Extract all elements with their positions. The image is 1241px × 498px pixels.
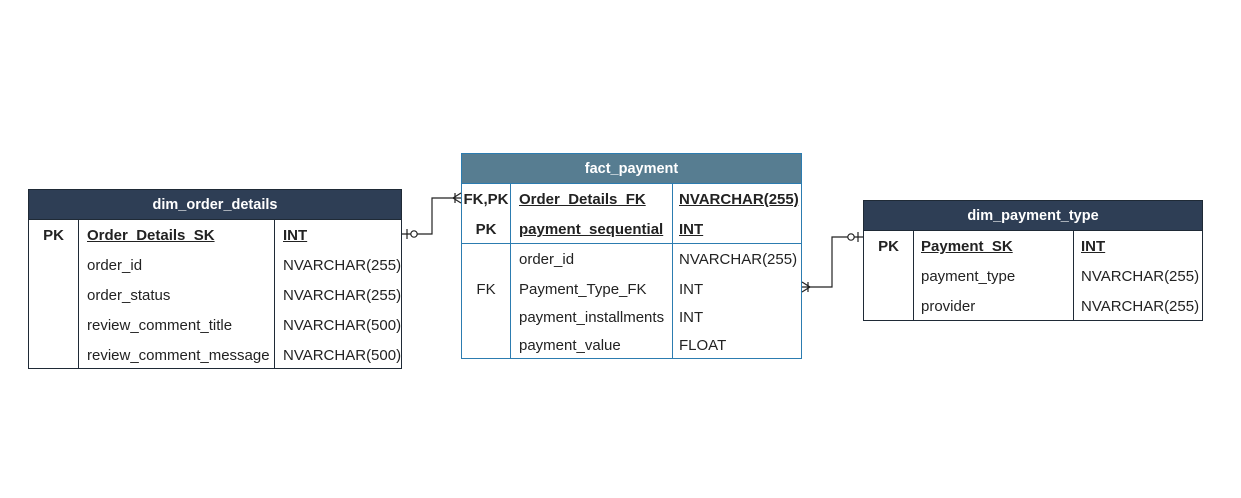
key-divider	[462, 243, 801, 244]
cardinality-zero-circle	[410, 230, 418, 238]
column-divider	[1073, 231, 1074, 320]
column-divider	[510, 184, 511, 358]
row-key: FK	[476, 281, 496, 298]
row-type: NVARCHAR(500)	[283, 347, 402, 364]
row-name: payment_value	[519, 337, 621, 354]
row-name: order_status	[87, 287, 171, 304]
row-name: payment_sequential	[519, 221, 664, 238]
entity-title: dim_order_details	[29, 190, 401, 220]
row-name: review_comment_message	[87, 347, 270, 364]
row-type: NVARCHAR(255)	[283, 257, 402, 274]
row-type: NVARCHAR(255)	[679, 251, 798, 268]
row-name: Payment_Type_FK	[519, 281, 647, 298]
crowfoot-line	[801, 286, 811, 293]
entity-dim-payment-type: dim_payment_type PK Payment_SK INT payme…	[863, 200, 1203, 321]
row-type: NVARCHAR(255)	[1081, 298, 1200, 315]
crowfoot-line	[801, 281, 811, 288]
row-name: payment_type	[921, 268, 1016, 285]
column-divider	[913, 231, 914, 320]
crowfoot-line	[452, 197, 462, 204]
entity-fact-payment: fact_payment FK,PK Order_Details_FK NVAR…	[461, 153, 802, 359]
row-key: PK	[475, 221, 497, 238]
crowfoot-line	[452, 192, 462, 199]
row-key: PK	[43, 227, 64, 244]
row-name: review_comment_title	[87, 317, 233, 334]
row-name: Order_Details_FK	[519, 191, 646, 208]
row-type: INT	[283, 227, 308, 244]
row-name: order_id	[87, 257, 143, 274]
row-type: INT	[679, 309, 704, 326]
row-type: INT	[679, 281, 704, 298]
row-type: NVARCHAR(255)	[1081, 268, 1200, 285]
row-key: FK,PK	[463, 191, 509, 208]
row-type: INT	[1081, 238, 1106, 255]
entity-title: fact_payment	[462, 154, 801, 184]
row-name: order_id	[519, 251, 575, 268]
row-type: FLOAT	[679, 337, 727, 354]
row-name: payment_installments	[519, 309, 665, 326]
row-key: PK	[878, 238, 899, 255]
relationship-line-order-details	[402, 197, 461, 235]
row-type: NVARCHAR(500)	[283, 317, 402, 334]
row-type: NVARCHAR(255)	[679, 191, 799, 208]
cardinality-zero-circle	[847, 233, 855, 241]
relationship-line-payment-type	[802, 236, 863, 288]
row-name: Order_Details_SK	[87, 227, 215, 244]
row-name: provider	[921, 298, 976, 315]
column-divider	[274, 220, 275, 368]
entity-dim-order-details: dim_order_details PK Order_Details_SK IN…	[28, 189, 402, 369]
row-type: NVARCHAR(255)	[283, 287, 402, 304]
column-divider	[672, 184, 673, 358]
entity-title: dim_payment_type	[864, 201, 1202, 231]
row-type: INT	[679, 221, 704, 238]
column-divider	[78, 220, 79, 368]
row-name: Payment_SK	[921, 238, 1013, 255]
